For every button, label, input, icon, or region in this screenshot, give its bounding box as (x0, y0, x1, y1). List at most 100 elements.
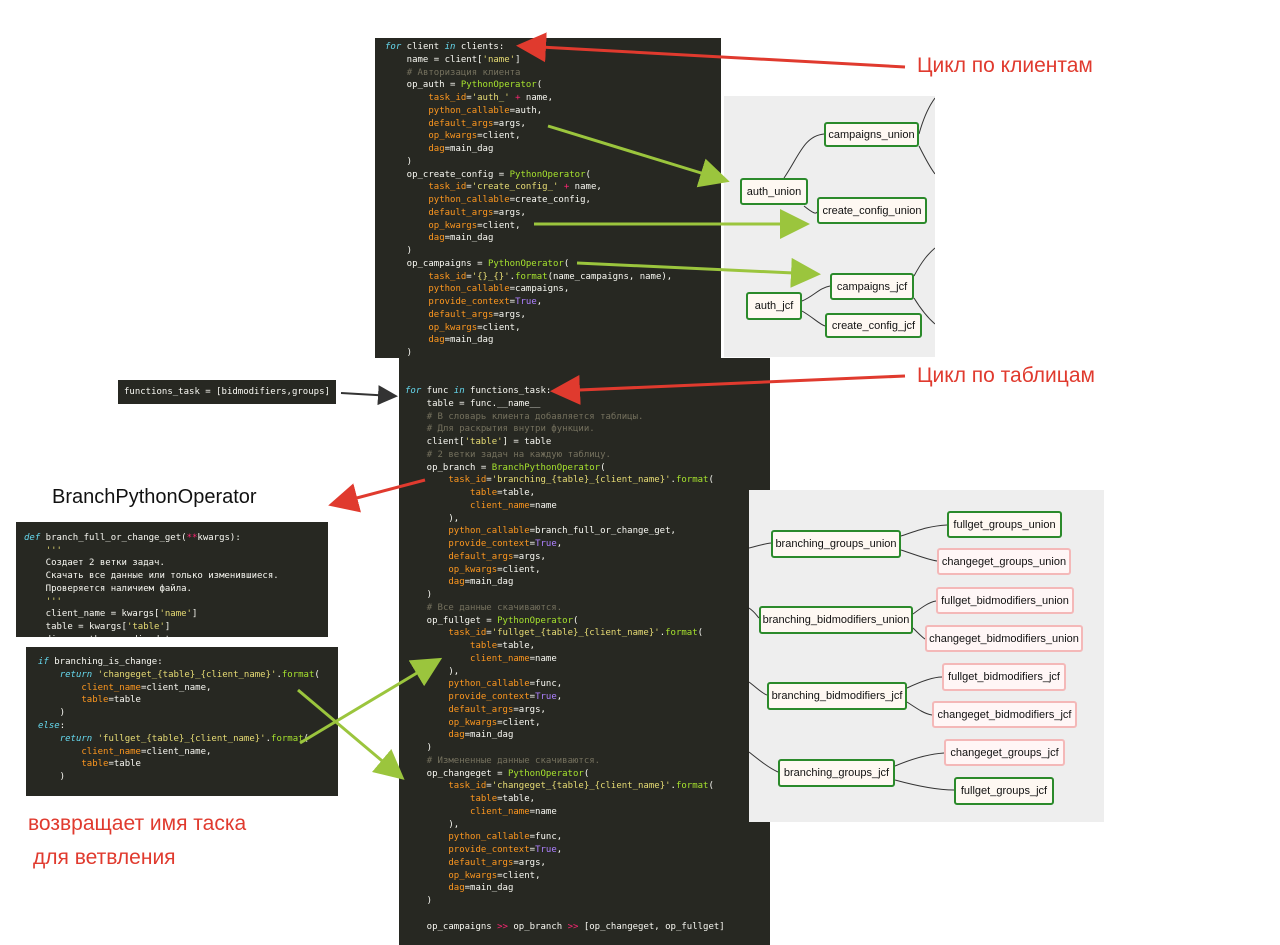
code-line: ) (385, 156, 413, 167)
code-line: client_name=name (470, 653, 557, 664)
dag-node-changeget-bidmodifiers-union[interactable]: changeget_bidmodifiers_union (925, 625, 1083, 652)
code-line: # В словарь клиента добавляется таблицы. (426, 411, 644, 422)
code-line: ), (405, 666, 460, 677)
code-line: client_name=name (470, 806, 557, 817)
dag-node-branching-bidmodifiers-union[interactable]: branching_bidmodifiers_union (759, 606, 913, 634)
code-line: ) (405, 896, 433, 906)
code-line: # Авторизация клиента (406, 67, 521, 78)
code-line: table=table, (470, 641, 536, 651)
code-line: op_auth = PythonOperator( (385, 80, 543, 91)
code-editor-tables-loop: for func in functions_task: table = func… (399, 358, 770, 945)
code-line: task_id='auth_' + name, (428, 93, 554, 103)
code-snippet-branch-function: def branch_full_or_change_get(**kwargs):… (16, 522, 328, 637)
code-line: op_campaigns = PythonOperator( (385, 258, 570, 269)
code-line: return 'fullget_{table}_{client_name}'.f… (59, 733, 309, 744)
dag-node-fullget-bidmodifiers-jcf[interactable]: fullget_bidmodifiers_jcf (942, 663, 1066, 691)
dag-node-fullget-groups-jcf[interactable]: fullget_groups_jcf (954, 777, 1054, 805)
code-line: ) (405, 590, 433, 600)
code-line: dag=main_dag (448, 577, 514, 588)
code-line: ''' (45, 596, 62, 607)
dag-node-fullget-bidmodifiers-union[interactable]: fullget_bidmodifiers_union (936, 587, 1074, 614)
annotation-loop-clients: Цикл по клиентам (917, 54, 1093, 77)
code-line: op_kwargs=client, (428, 131, 521, 142)
annotation-loop-tables: Цикл по таблицам (917, 364, 1095, 387)
annotation-branch-operator: BranchPythonOperator (52, 486, 257, 508)
code-line: default_args=args, (428, 207, 526, 218)
code-line: # 2 ветки задач на каждую таблицу. (426, 449, 611, 460)
code-line: name = client['name'] (385, 54, 521, 65)
dag-node-create-config-jcf[interactable]: create_config_jcf (825, 313, 922, 338)
code-line: # Измененные данные скачиваются. (426, 755, 601, 766)
code-line: client_name=client_name, (81, 682, 212, 693)
code-snippet-return-branch: if branching_is_change: return 'changege… (26, 647, 338, 796)
code-line: # Для раскрытия внутри функции. (426, 424, 595, 435)
code-line: task_id='create_config_' + name, (428, 182, 602, 193)
dag-node-branching-groups-jcf[interactable]: branching_groups_jcf (778, 759, 895, 787)
code-snippet-functions-task: functions_task = [bidmodifiers,groups] (118, 380, 336, 404)
dag-node-auth-union[interactable]: auth_union (740, 178, 808, 205)
code-line: table=table, (470, 794, 536, 804)
code-line: op_kwargs=client, (448, 564, 541, 575)
dag-node-changeget-groups-jcf[interactable]: changeget_groups_jcf (944, 739, 1065, 766)
code-line: default_args=args, (448, 704, 546, 715)
dag-node-changeget-bidmodifiers-jcf[interactable]: changeget_bidmodifiers_jcf (932, 701, 1077, 728)
code-line: default_args=args, (448, 857, 546, 868)
code-line: default_args=args, (428, 118, 526, 129)
code-line: python_callable=create_config, (428, 195, 591, 205)
code-line: dag=main_dag (428, 233, 494, 244)
code-line: op_changeget = PythonOperator( (405, 768, 590, 779)
code-line: Проверяется наличием файла. (24, 583, 192, 594)
dag-node-create-config-union[interactable]: create_config_union (817, 197, 927, 224)
code-line: task_id='fullget_{table}_{client_name}'.… (448, 628, 704, 639)
code-line: task_id='{}_{}'.format(name_campaigns, n… (428, 271, 673, 282)
code-line: ) (38, 772, 66, 783)
code-line: dag=main_dag (448, 883, 514, 894)
code-line: else: (38, 721, 66, 731)
dag-node-auth-jcf[interactable]: auth_jcf (746, 292, 802, 320)
code-line: for client in clients: (385, 42, 505, 52)
dag-node-changeget-groups-union[interactable]: changeget_groups_union (937, 548, 1071, 575)
code-line: default_args=args, (428, 309, 526, 320)
code-line: provide_context=True, (448, 845, 563, 855)
code-line: dir = path_save_dir_data (24, 634, 176, 637)
code-line: op_kwargs=client, (448, 717, 541, 728)
dag-node-campaigns-jcf[interactable]: campaigns_jcf (830, 273, 914, 300)
code-editor-clients-loop: for client in clients: name = client['na… (375, 38, 721, 358)
code-line: client_name = kwargs['name'] (24, 609, 198, 620)
dag-node-branching-bidmodifiers-jcf[interactable]: branching_bidmodifiers_jcf (767, 682, 907, 710)
code-line: # Все данные скачиваются. (426, 602, 563, 613)
code-line: table=table (81, 759, 141, 770)
dag-graph-top: auth_union campaigns_union create_config… (724, 96, 935, 357)
code-line: ), (405, 819, 460, 830)
dag-node-fullget-groups-union[interactable]: fullget_groups_union (947, 511, 1062, 538)
code-line: client['table'] = table (405, 437, 552, 447)
code-line: op_branch = BranchPythonOperator( (405, 462, 606, 473)
code-line: ) (385, 246, 413, 256)
code-line: provide_context=True, (448, 539, 563, 549)
code-line: Создает 2 ветки задач. (24, 558, 165, 569)
code-line: ), (405, 513, 460, 524)
code-line: ) (38, 708, 66, 719)
code-line: task_id='changeget_{table}_{client_name}… (448, 781, 714, 792)
graph-edges (783, 97, 935, 327)
dag-graph-bottom: branching_groups_union fullget_groups_un… (749, 490, 1104, 822)
code-line: default_args=args, (448, 551, 546, 562)
code-line: ) (405, 743, 433, 753)
code-line: python_callable=branch_full_or_change_ge… (448, 526, 676, 537)
code-line: dag=main_dag (448, 730, 514, 741)
code-line: dag=main_dag (428, 144, 494, 154)
code-line: python_callable=campaigns, (428, 284, 570, 295)
code-line: task_id='branching_{table}_{client_name}… (448, 475, 714, 486)
code-line: table=table (81, 695, 141, 706)
code-line: client_name=name (470, 500, 557, 511)
code-line: table = func.__name__ (405, 398, 541, 409)
dag-node-campaigns-union[interactable]: campaigns_union (824, 122, 919, 147)
code-line: op_kwargs=client, (428, 322, 521, 333)
graph-edges (749, 524, 955, 791)
code-line: if branching_is_change: (38, 657, 163, 667)
code-line: dag=main_dag (428, 335, 494, 346)
code-line: client_name=client_name, (81, 746, 212, 757)
annotation-returns-task-1: возвращает имя таска (28, 812, 247, 835)
dag-node-branching-groups-union[interactable]: branching_groups_union (771, 530, 901, 558)
code-line: op_kwargs=client, (448, 870, 541, 881)
